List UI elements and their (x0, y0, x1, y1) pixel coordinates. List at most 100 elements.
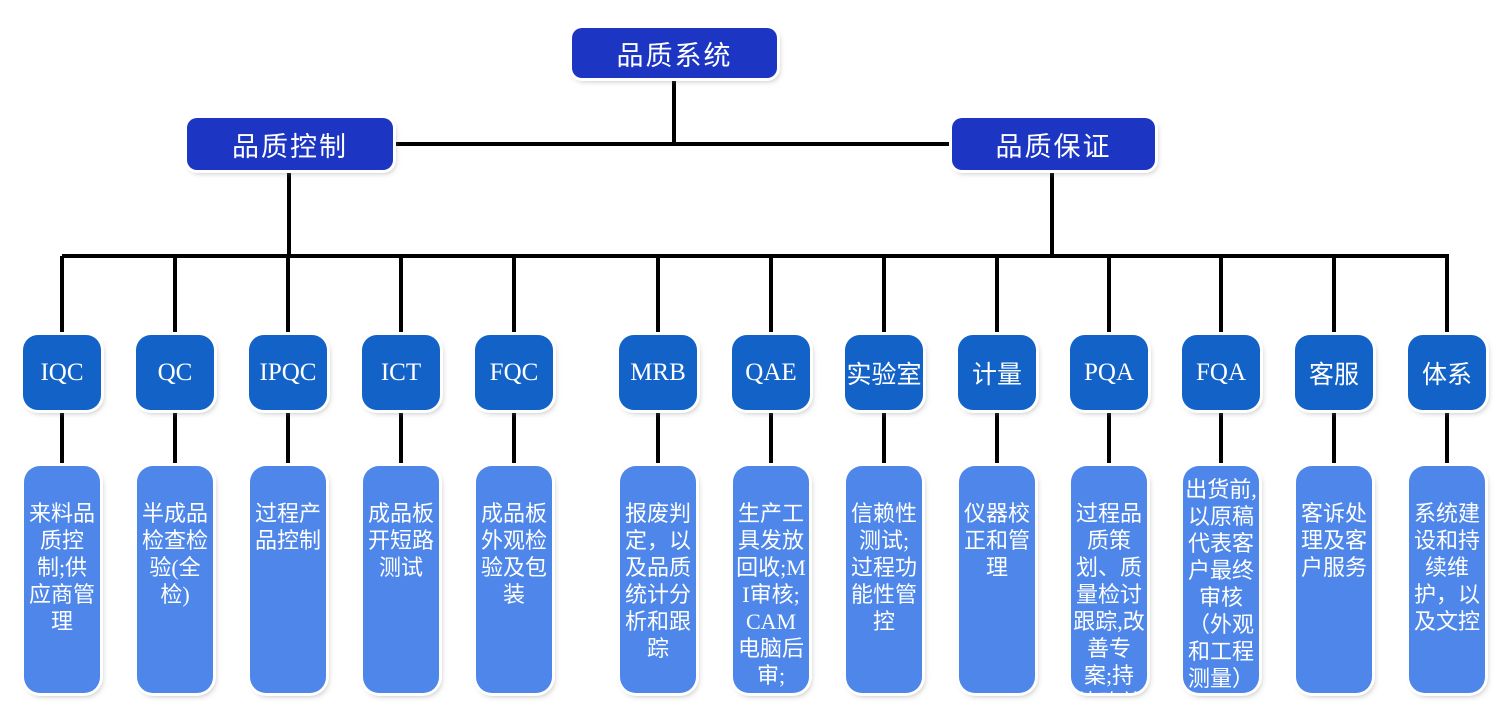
connector-stem (512, 408, 516, 468)
dept-node[interactable]: MRB (619, 335, 697, 410)
connector-stem (995, 408, 999, 468)
org-column-qae: QAE 生产工具发放回收;MI审核;CAM电脑后审; (732, 256, 810, 695)
org-column-fqc: FQC 成品板外观检验及包装 (475, 256, 553, 695)
connector-stem (882, 408, 886, 468)
connector-drop (769, 256, 773, 337)
connector-branch-link (392, 142, 953, 146)
dept-description-text: 系统建设和持续维护，以及文控 (1413, 501, 1480, 634)
connector-drop (1332, 256, 1336, 337)
connector-drop (1219, 256, 1223, 337)
connector-root-stem (672, 76, 676, 146)
connector-stem (1445, 408, 1449, 468)
dept-description[interactable]: 半成品检查检验(全检) (137, 466, 213, 693)
dept-description-text: 过程品质策划、质量检讨跟踪,改善专案;持续改善 (1073, 501, 1145, 693)
org-column-qc: QC 半成品检查检验(全检) (136, 256, 214, 695)
org-column-lab: 实验室 信赖性测试;过程功能性管控 (845, 256, 923, 695)
connector-stem (1332, 408, 1336, 468)
connector-stem (286, 408, 290, 468)
dept-description[interactable]: 成品板外观检验及包装 (476, 466, 552, 693)
connector-bus (62, 254, 1449, 258)
dept-description-text: 生产工具发放回收;MI审核;CAM电脑后审; (736, 501, 806, 688)
dept-description[interactable]: 成品板开短路测试 (363, 466, 439, 693)
dept-description[interactable]: 过程产品控制 (250, 466, 326, 693)
branch-node-quality-assurance[interactable]: 品质保证 (952, 118, 1155, 170)
dept-node[interactable]: IQC (23, 335, 101, 410)
dept-node-label: 客服 (1308, 361, 1359, 389)
dept-node[interactable]: QC (136, 335, 214, 410)
dept-description[interactable]: 过程品质策划、质量检讨跟踪,改善专案;持续改善 (1071, 466, 1147, 693)
dept-node-label: IQC (40, 358, 84, 386)
connector-drop (1445, 256, 1449, 337)
connector-drop (656, 256, 660, 337)
dept-description[interactable]: 出货前,以原稿代表客户最终审核（外观和工程测量） (1183, 466, 1259, 693)
connector-drop (512, 256, 516, 337)
dept-node[interactable]: QAE (732, 335, 810, 410)
dept-node[interactable]: 体系 (1408, 335, 1486, 410)
dept-node[interactable]: IPQC (249, 335, 327, 410)
connector-qa-stem (1050, 168, 1054, 258)
dept-node[interactable]: 实验室 (845, 335, 923, 410)
connector-drop (1107, 256, 1111, 337)
root-node[interactable]: 品质系统 (572, 28, 777, 78)
dept-node[interactable]: 客服 (1295, 335, 1373, 410)
dept-description[interactable]: 系统建设和持续维护，以及文控 (1409, 466, 1485, 693)
dept-description-text: 仪器校正和管理 (963, 501, 1030, 580)
dept-node-label: IPQC (259, 358, 317, 386)
dept-description[interactable]: 客诉处理及客户服务 (1296, 466, 1372, 693)
dept-node-label: QC (157, 358, 193, 386)
branch-node-label: 品质保证 (995, 131, 1112, 162)
dept-node-label: ICT (380, 358, 422, 386)
dept-node[interactable]: ICT (362, 335, 440, 410)
dept-node-label: FQC (489, 358, 539, 386)
dept-description[interactable]: 信赖性测试;过程功能性管控 (846, 466, 922, 693)
connector-drop (286, 256, 290, 337)
dept-description-text: 过程产品控制 (254, 501, 321, 553)
connector-stem (1219, 408, 1223, 468)
connector-drop (995, 256, 999, 337)
dept-node[interactable]: 计量 (958, 335, 1036, 410)
dept-description[interactable]: 仪器校正和管理 (959, 466, 1035, 693)
dept-description-text: 成品板开短路测试 (367, 501, 434, 580)
dept-description[interactable]: 生产工具发放回收;MI审核;CAM电脑后审; (733, 466, 809, 693)
connector-stem (173, 408, 177, 468)
connector-drop (60, 256, 64, 337)
connector-stem (1107, 408, 1111, 468)
dept-description-text: 来料品质控制;供应商管理 (28, 501, 95, 634)
org-column-iqc: IQC 来料品质控制;供应商管理 (23, 256, 101, 695)
org-column-ipqc: IPQC 过程产品控制 (249, 256, 327, 695)
dept-node[interactable]: PQA (1070, 335, 1148, 410)
root-node-label: 品质系统 (616, 40, 733, 71)
org-column-metrology: 计量 仪器校正和管理 (958, 256, 1036, 695)
connector-stem (656, 408, 660, 468)
branch-node-label: 品质控制 (232, 131, 348, 162)
branch-node-quality-control[interactable]: 品质控制 (187, 118, 393, 170)
org-column-customer-service: 客服 客诉处理及客户服务 (1295, 256, 1373, 695)
connector-stem (769, 408, 773, 468)
dept-node[interactable]: FQA (1182, 335, 1260, 410)
dept-node-label: 体系 (1421, 361, 1472, 389)
dept-description-text: 信赖性测试;过程功能性管控 (850, 501, 917, 634)
dept-description-text: 报废判定，以及品质统计分析和跟踪 (624, 501, 691, 661)
org-column-ict: ICT 成品板开短路测试 (362, 256, 440, 695)
connector-stem (60, 408, 64, 468)
connector-qc-stem (287, 168, 291, 258)
org-column-mrb: MRB 报废判定，以及品质统计分析和跟踪 (619, 256, 697, 695)
dept-description-text: 半成品检查检验(全检) (141, 501, 208, 607)
dept-description[interactable]: 报废判定，以及品质统计分析和跟踪 (620, 466, 696, 693)
dept-node[interactable]: FQC (475, 335, 553, 410)
dept-description-text: 出货前,以原稿代表客户最终审核（外观和工程测量） (1185, 477, 1257, 691)
dept-node-label: MRB (630, 358, 686, 386)
dept-description[interactable]: 来料品质控制;供应商管理 (24, 466, 100, 693)
dept-node-label: QAE (745, 358, 797, 386)
connector-drop (399, 256, 403, 337)
org-column-system: 体系 系统建设和持续维护，以及文控 (1408, 256, 1486, 695)
dept-node-label: PQA (1083, 358, 1134, 386)
dept-description-text: 客诉处理及客户服务 (1300, 501, 1367, 580)
dept-description-text: 成品板外观检验及包装 (480, 501, 547, 607)
connector-drop (882, 256, 886, 337)
dept-node-label: FQA (1195, 358, 1246, 386)
org-column-fqa: FQA 出货前,以原稿代表客户最终审核（外观和工程测量） (1182, 256, 1260, 695)
connector-stem (399, 408, 403, 468)
dept-node-label: 计量 (971, 361, 1022, 389)
